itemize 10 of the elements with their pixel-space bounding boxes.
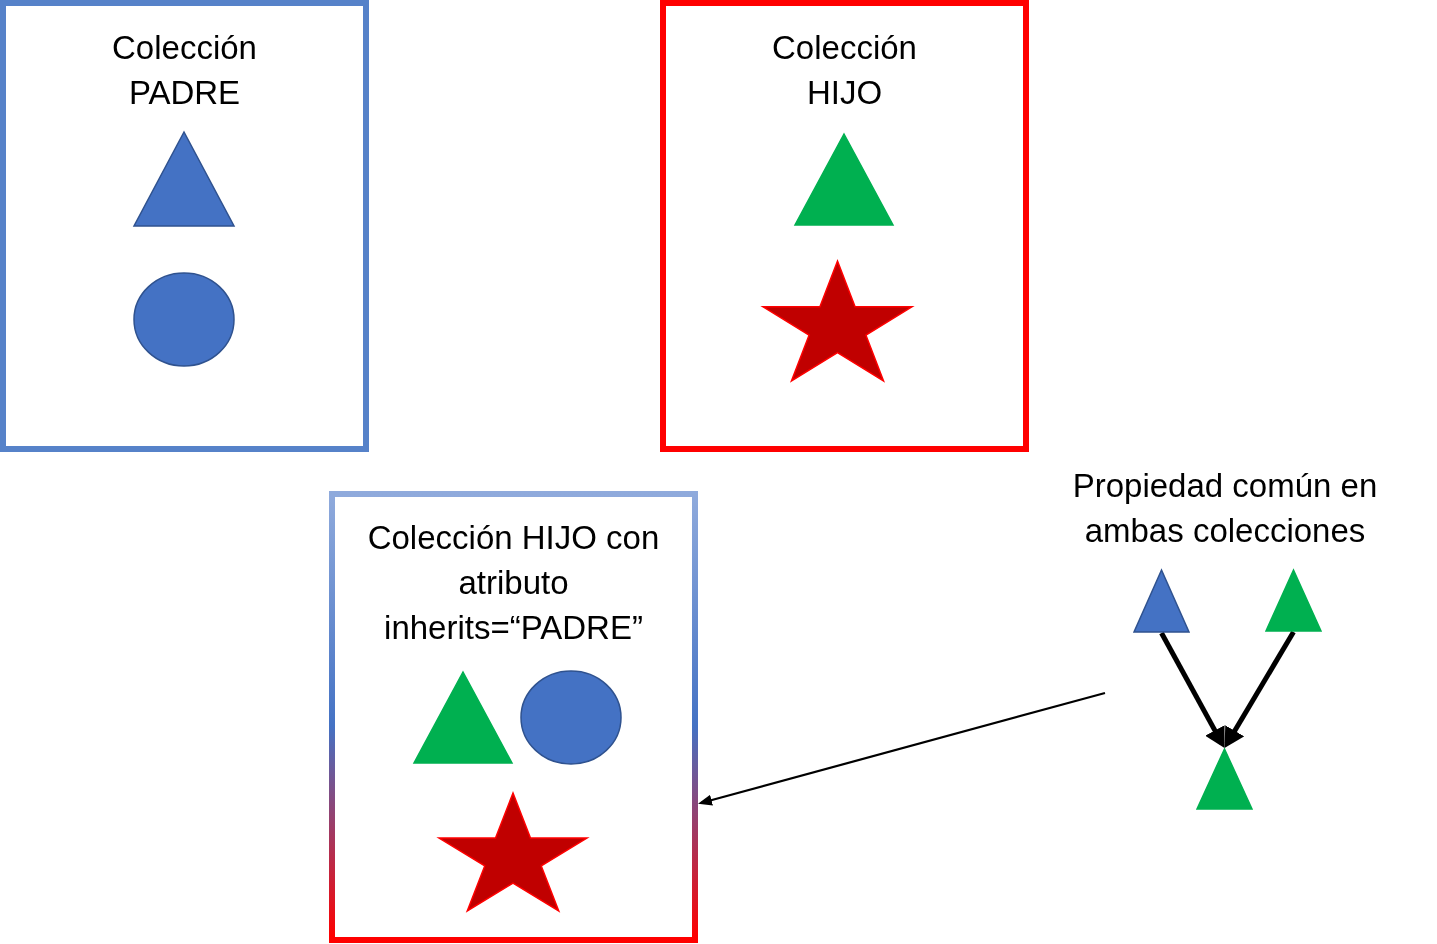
box-heading: Colección HIJO con atributo inherits=“PADRE” <box>366 518 661 648</box>
collection-box <box>660 0 1029 452</box>
arrow <box>1224 630 1296 748</box>
box-heading: Colección PADRE <box>111 28 258 113</box>
arrow <box>1159 631 1225 748</box>
collection-box <box>0 0 369 452</box>
collection-box <box>329 491 698 943</box>
box-heading: Colección HIJO <box>771 28 918 113</box>
annotation-text: Propiedad común en ambas colecciones <box>1071 466 1379 551</box>
arrow <box>698 691 1106 806</box>
